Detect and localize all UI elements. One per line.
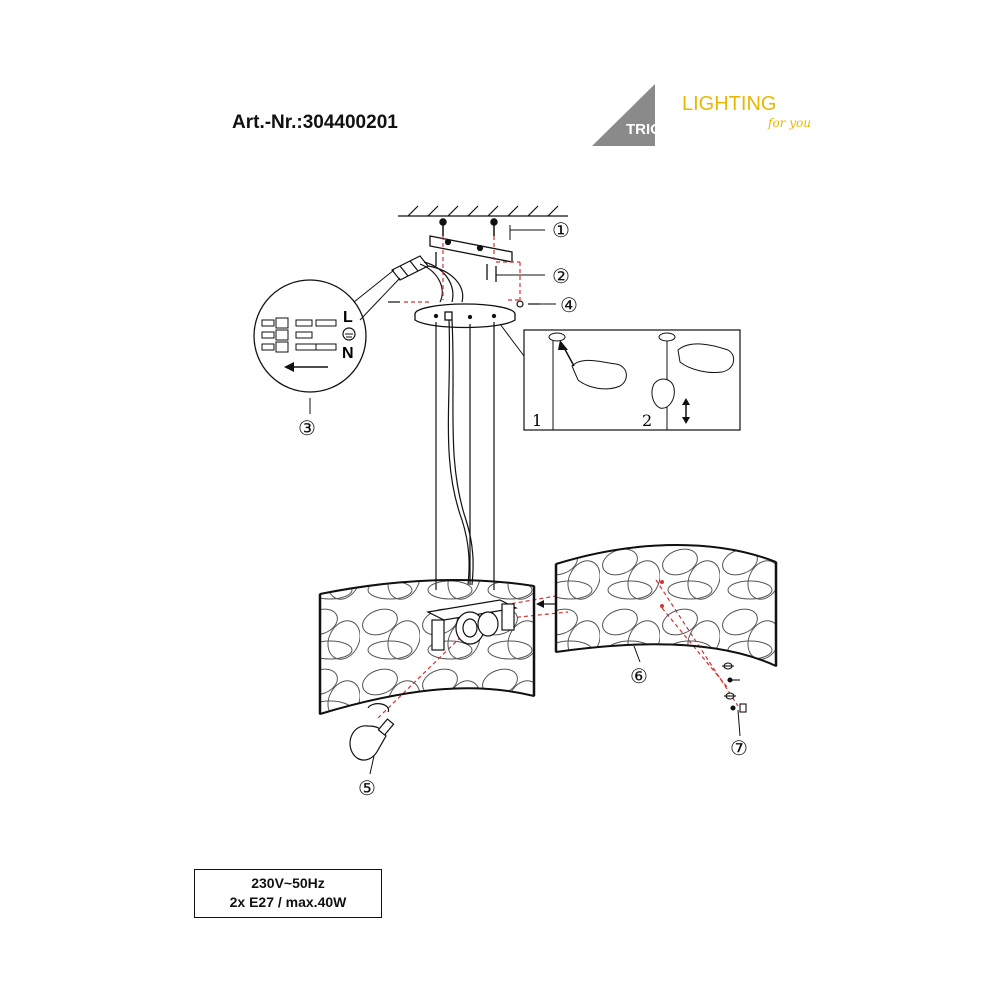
wiring-detail-circle: L N (253, 269, 401, 393)
terminal-block (391, 255, 429, 281)
hand-icon (571, 359, 627, 390)
tagline-main: LIGHTING (682, 93, 776, 115)
canopy-screw (388, 300, 556, 308)
callout-3: ③ (298, 416, 316, 440)
mounting-bracket (429, 235, 545, 282)
tagline-sub: for you (767, 116, 811, 130)
height-adjust-inset: 1 2 (523, 329, 741, 431)
socket-assembly (426, 599, 518, 651)
trio-logo: TRIO LIGHTING for you (592, 84, 811, 146)
lamp-shade-front (318, 578, 536, 715)
specification-box: 230V~50Hz 2x E27 / max.40W (194, 869, 382, 918)
ceiling-screws (439, 218, 545, 240)
callout-7: ⑦ (730, 736, 748, 760)
logo-triangle (592, 84, 655, 146)
suspension-cables (435, 319, 495, 590)
callout-6: ⑥ (630, 664, 648, 688)
hand-icon (651, 378, 675, 409)
step-2-label: 2 (642, 411, 652, 430)
callout-1: ① (552, 218, 570, 242)
article-number: Art.-Nr.:304400201 (232, 112, 398, 133)
lamp-shade-rear (554, 544, 778, 668)
wires (419, 261, 464, 303)
assembly-arrow (536, 600, 556, 608)
shade-fasteners (722, 662, 747, 713)
hand-icon (677, 343, 735, 373)
canopy (414, 303, 516, 329)
callouts: ① ② ③ ④ ⑤ ⑥ ⑦ (298, 218, 748, 800)
callout-5: ⑤ (358, 776, 376, 800)
ceiling (398, 205, 568, 217)
callout-2: ② (552, 264, 570, 288)
voltage-spec: 230V~50Hz (251, 875, 325, 891)
neutral-label: N (342, 345, 354, 362)
callout-4: ④ (560, 293, 578, 317)
step-1-label: 1 (532, 411, 542, 430)
logo-text: TRIO (626, 121, 662, 138)
light-bulb (349, 703, 395, 761)
bulb-spec: 2x E27 / max.40W (229, 894, 347, 910)
live-label: L (343, 309, 353, 326)
